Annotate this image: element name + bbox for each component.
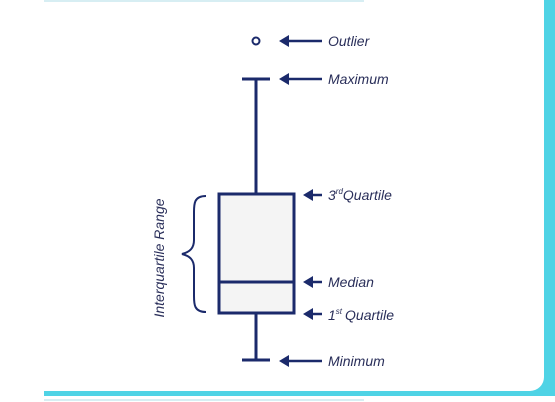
outlier-point: [251, 36, 261, 46]
bottom-divider: [44, 399, 364, 401]
outlier-arrow-icon: [279, 35, 322, 47]
top-divider: [44, 0, 364, 2]
q1-label-suffix: st: [336, 307, 343, 316]
q3-label-word: Quartile: [343, 187, 392, 203]
minimum-label: Minimum: [328, 353, 385, 369]
median-label: Median: [328, 274, 374, 290]
q3-label-suffix: rd: [336, 187, 344, 196]
q1-label-word: Quartile: [345, 307, 394, 323]
minimum-arrow-icon: [279, 355, 322, 367]
q1-arrow-icon: [303, 308, 322, 320]
q3-label-number: 3: [328, 187, 336, 203]
iqr-box: [217, 192, 296, 315]
left-margin: [0, 0, 44, 402]
iqr-brace: [181, 195, 207, 313]
maximum-arrow-icon: [279, 73, 322, 85]
maximum-label: Maximum: [328, 71, 389, 87]
q3-arrow-icon: [303, 189, 322, 201]
interquartile-range-label: Interquartile Range: [151, 198, 167, 317]
q3-label: 3rdQuartile: [328, 187, 392, 203]
q1-label-number: 1: [328, 307, 336, 323]
outlier-label: Outlier: [328, 33, 371, 49]
median-arrow-icon: [303, 276, 322, 288]
